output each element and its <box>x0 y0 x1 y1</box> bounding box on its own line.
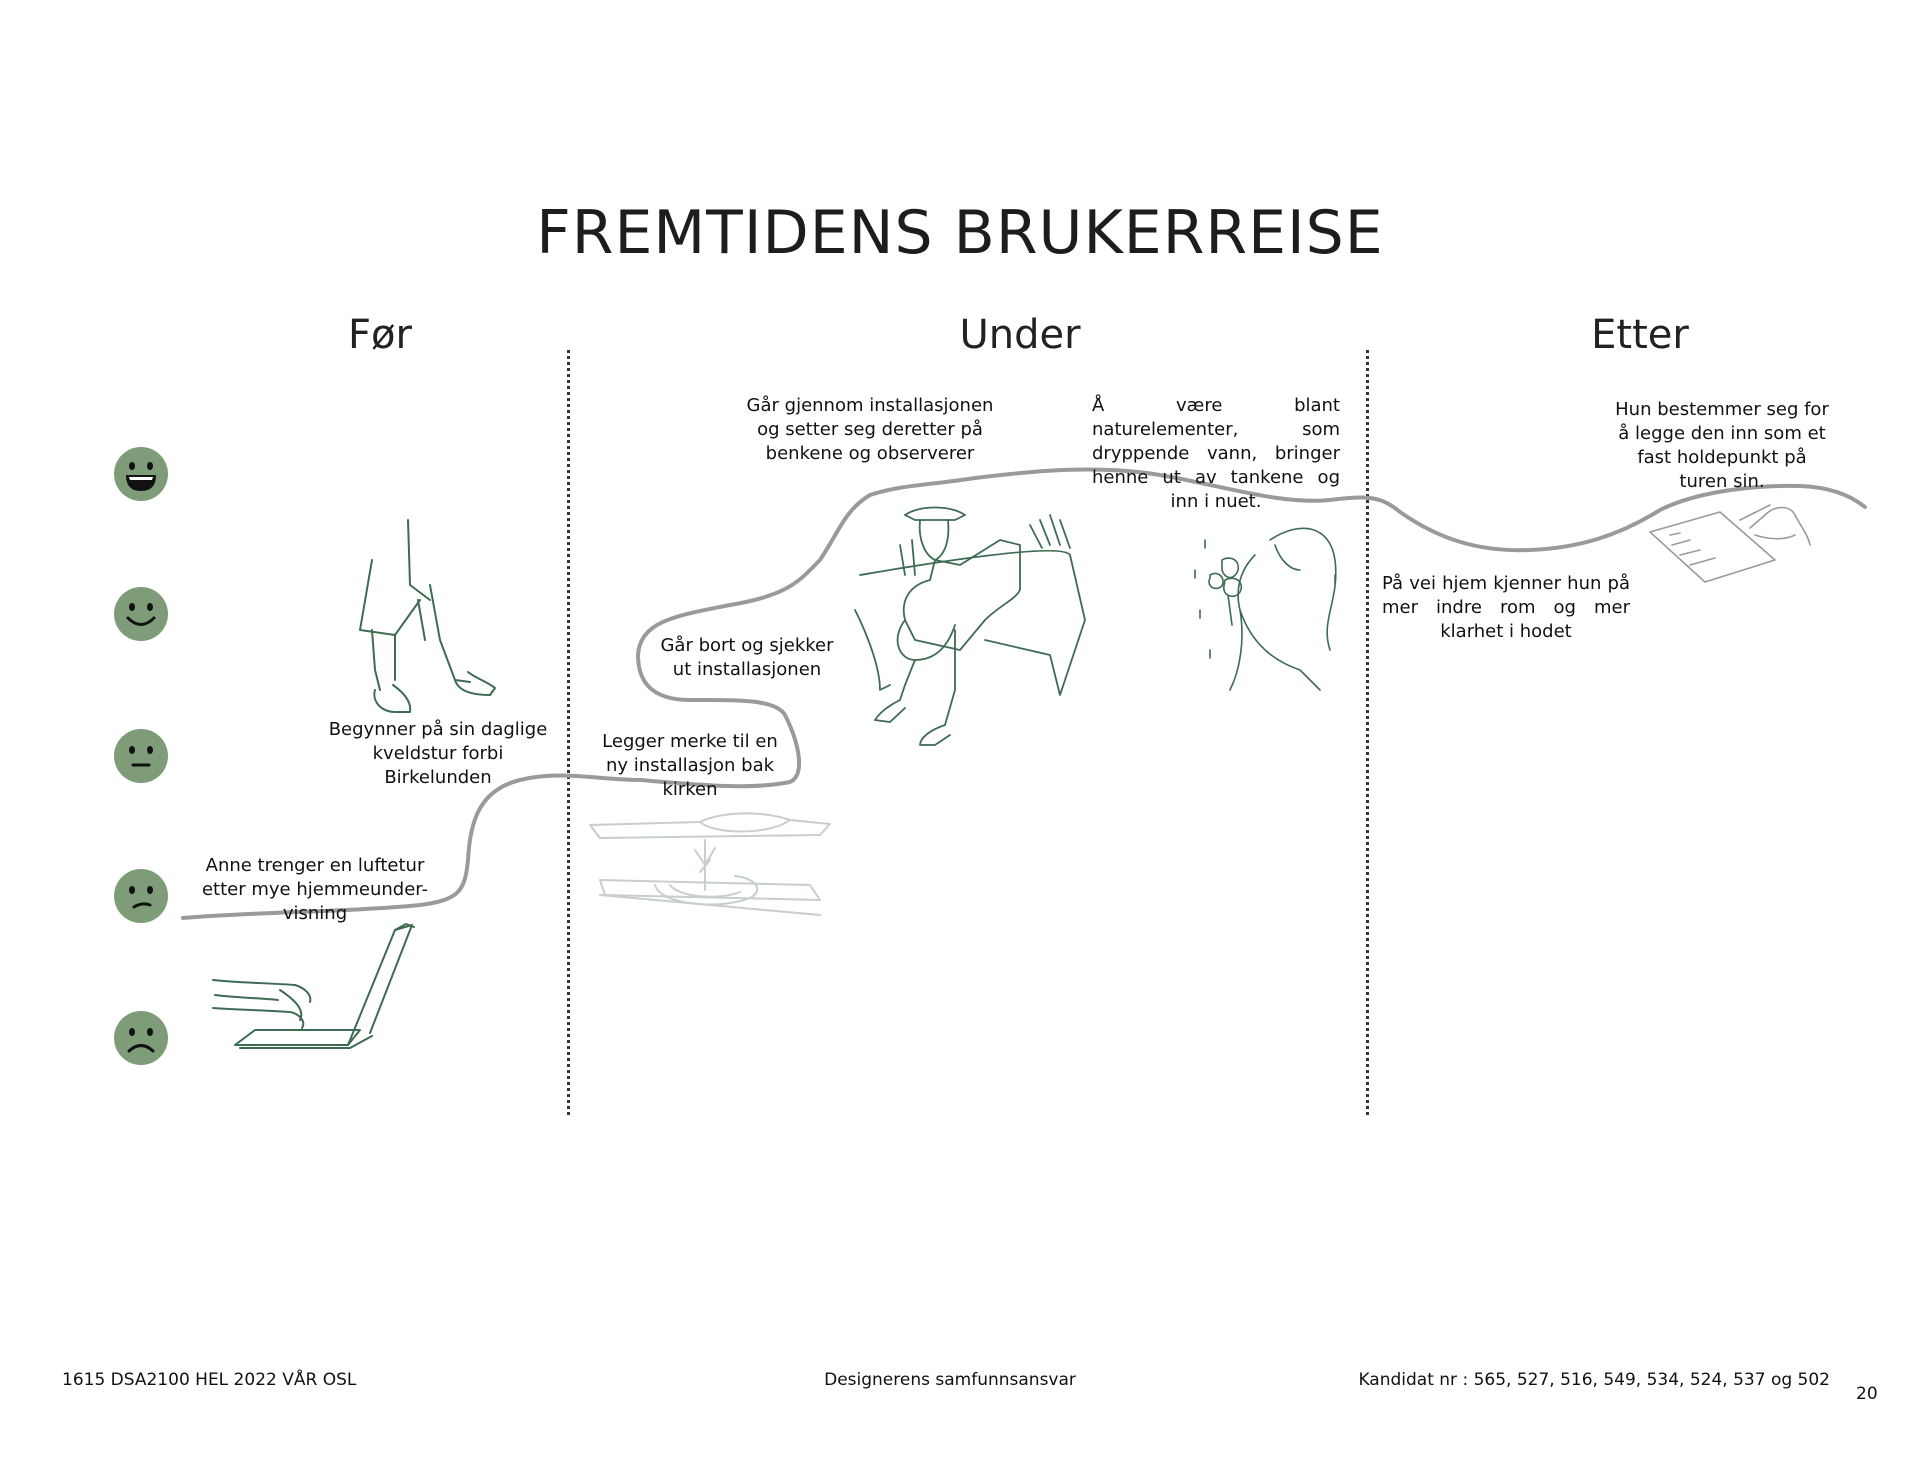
step-caption-2: Begynner på sin daglige kveldstur forbi … <box>328 719 548 788</box>
installation-illustration <box>589 812 831 916</box>
step-caption-6: Å være blant naturelementer, som dryppen… <box>1092 395 1340 512</box>
step-caption-5: Går gjennom installasjonen og setter seg… <box>746 395 994 464</box>
sad-face-icon <box>114 1011 168 1065</box>
happy-face-icon <box>114 587 168 641</box>
phase-divider-1 <box>567 350 570 1115</box>
phase-label-before: Før <box>348 312 412 358</box>
woman-on-bench-illustration <box>854 506 1086 746</box>
page-title: FREMTIDENS BRUKERREISE <box>536 198 1384 268</box>
laptop-hands-illustration <box>212 923 415 1049</box>
footer-course-code: 1615 DSA2100 HEL 2022 VÅR OSL <box>62 1370 357 1390</box>
phase-label-during: Under <box>959 312 1081 358</box>
page-number: 20 <box>1856 1384 1878 1404</box>
journey-line <box>181 467 1867 920</box>
step-caption-1: Anne trenger en luftetur etter mye hjemm… <box>201 855 429 924</box>
phase-divider-2 <box>1366 350 1369 1115</box>
very-happy-face-icon <box>114 447 168 501</box>
neutral-face-icon <box>114 729 168 783</box>
woman-with-flowers-illustration <box>1194 527 1337 691</box>
footer-candidates: Kandidat nr : 565, 527, 516, 549, 534, 5… <box>1358 1370 1830 1390</box>
step-caption-8: Hun bestemmer seg for å legge den inn so… <box>1615 399 1829 492</box>
footer-course-title: Designerens samfunnsansvar <box>824 1370 1076 1390</box>
phase-label-after: Etter <box>1591 312 1689 358</box>
step-caption-4: Går bort og sjekker ut installasjonen <box>660 635 834 680</box>
writing-notebook-illustration <box>1649 504 1811 583</box>
step-caption-7: På vei hjem kjenner hun på mer indre rom… <box>1382 573 1630 642</box>
step-caption-3: Legger merke til en ny installasjon bak … <box>602 731 778 800</box>
slightly-sad-face-icon <box>114 869 168 923</box>
walking-legs-illustration <box>359 519 496 713</box>
